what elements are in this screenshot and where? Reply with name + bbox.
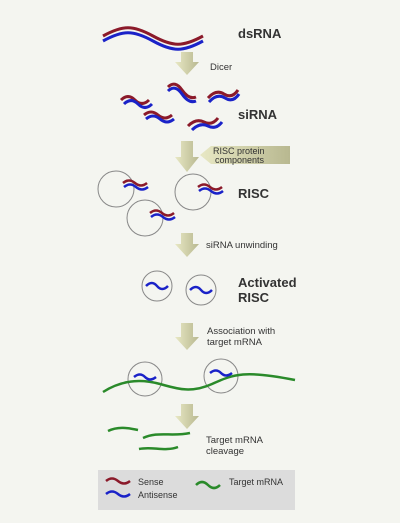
unwinding-label: siRNA unwinding [206, 240, 278, 251]
legend-box [98, 470, 295, 510]
dsrna-duplex [102, 26, 204, 51]
risc-components-arrow [200, 146, 290, 164]
risc-target-binding [102, 358, 296, 397]
activated-risc-label-1: Activated [238, 275, 297, 290]
risc-complexes [97, 170, 224, 237]
legend-antisense-swatch [105, 490, 131, 498]
risc-label: RISC [238, 186, 270, 201]
down-arrow-cleavage [175, 404, 199, 429]
legend-target-label: Target mRNA [229, 477, 283, 487]
activated-risc [141, 270, 217, 306]
risc-components-label-1: RISC protein [213, 146, 265, 156]
cleavage-label-1: Target mRNA [206, 435, 264, 446]
cleaved-mrna [107, 426, 191, 451]
legend: Sense Antisense Target mRNA [98, 470, 295, 510]
legend-antisense-label: Antisense [138, 490, 178, 500]
association-label-1: Association with [207, 326, 275, 337]
down-arrow-risc [175, 141, 199, 172]
down-arrow-unwinding [175, 233, 199, 257]
down-arrow-dicer [175, 52, 199, 75]
sirna-fragments [119, 82, 241, 132]
activated-risc-label-2: RISC [238, 290, 270, 305]
association-label-2: target mRNA [207, 337, 263, 348]
legend-sense-label: Sense [138, 477, 164, 487]
legend-target-swatch [195, 480, 221, 490]
legend-sense-swatch [105, 477, 131, 485]
dicer-label: Dicer [210, 62, 232, 73]
cleavage-label-2: cleavage [206, 446, 244, 457]
dsrna-label: dsRNA [238, 26, 282, 41]
risc-components-label-2: components [215, 155, 265, 165]
sirna-label: siRNA [238, 107, 278, 122]
down-arrow-association [175, 323, 199, 350]
